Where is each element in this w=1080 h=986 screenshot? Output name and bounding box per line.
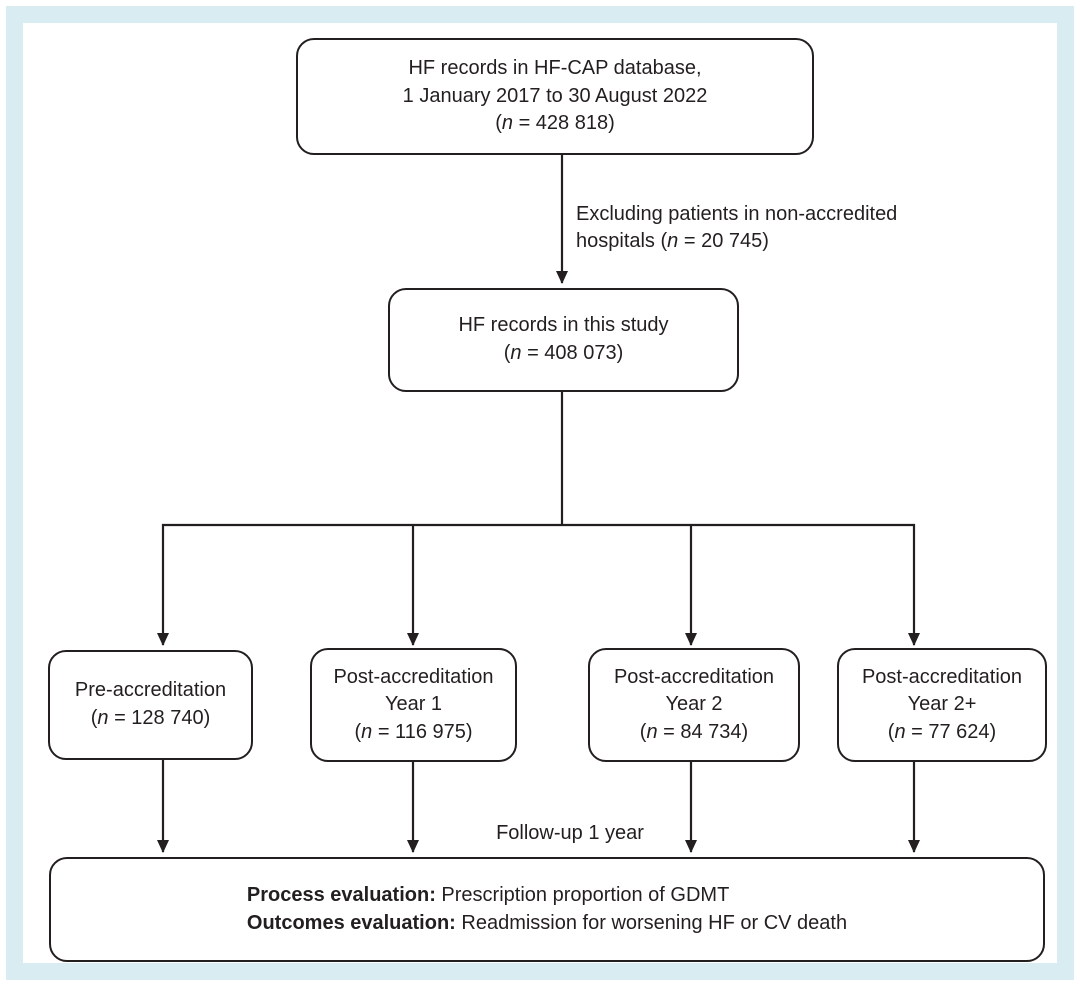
evaluation-text-block: Process evaluation: Prescription proport… (247, 882, 847, 937)
exclusion-note: Excluding patients in non-accredited hos… (576, 201, 996, 255)
evaluation-outcomes-line: Outcomes evaluation: Readmission for wor… (246, 911, 848, 934)
box-evaluation: Process evaluation: Prescription proport… (49, 857, 1045, 962)
box-post-year2-line2: Year 2 (665, 693, 723, 716)
box-study-line1: HF records in this study (458, 314, 669, 337)
box-pre-accreditation: Pre-accreditation (n = 128 740) (48, 650, 253, 760)
box-post-year1-n: (n = 116 975) (354, 720, 473, 743)
exclusion-note-line1: Excluding patients in non-accredited (576, 203, 898, 225)
box-study: HF records in this study (n = 408 073) (388, 288, 739, 392)
box-database-line2: 1 January 2017 to 30 August 2022 (402, 84, 708, 107)
box-database-line1: HF records in HF-CAP database, (408, 57, 702, 80)
box-post-year1: Post-accreditation Year 1 (n = 116 975) (310, 648, 517, 762)
box-post-year2plus-line1: Post-accreditation (861, 665, 1023, 688)
box-post-year2-line1: Post-accreditation (613, 665, 775, 688)
box-post-year2: Post-accreditation Year 2 (n = 84 734) (588, 648, 800, 762)
exclusion-note-line2: hospitals (n = 20 745) (576, 230, 769, 252)
box-post-year1-line2: Year 1 (384, 693, 443, 716)
box-post-year2plus-line2: Year 2+ (907, 693, 977, 716)
box-post-year2-n: (n = 84 734) (639, 720, 749, 743)
box-post-year2plus-n: (n = 77 624) (887, 720, 997, 743)
box-post-year1-line1: Post-accreditation (333, 665, 494, 688)
followup-label: Follow-up 1 year (496, 822, 644, 844)
box-pre-accreditation-n: (n = 128 740) (90, 707, 211, 729)
box-database-n: (n = 428 818) (495, 112, 615, 135)
box-database: HF records in HF-CAP database, 1 January… (296, 38, 814, 155)
box-post-year2plus: Post-accreditation Year 2+ (n = 77 624) (837, 648, 1047, 762)
box-pre-accreditation-line1: Pre-accreditation (74, 679, 227, 702)
box-study-n: (n = 408 073) (503, 342, 624, 364)
evaluation-process-line: Process evaluation: Prescription proport… (246, 883, 730, 906)
